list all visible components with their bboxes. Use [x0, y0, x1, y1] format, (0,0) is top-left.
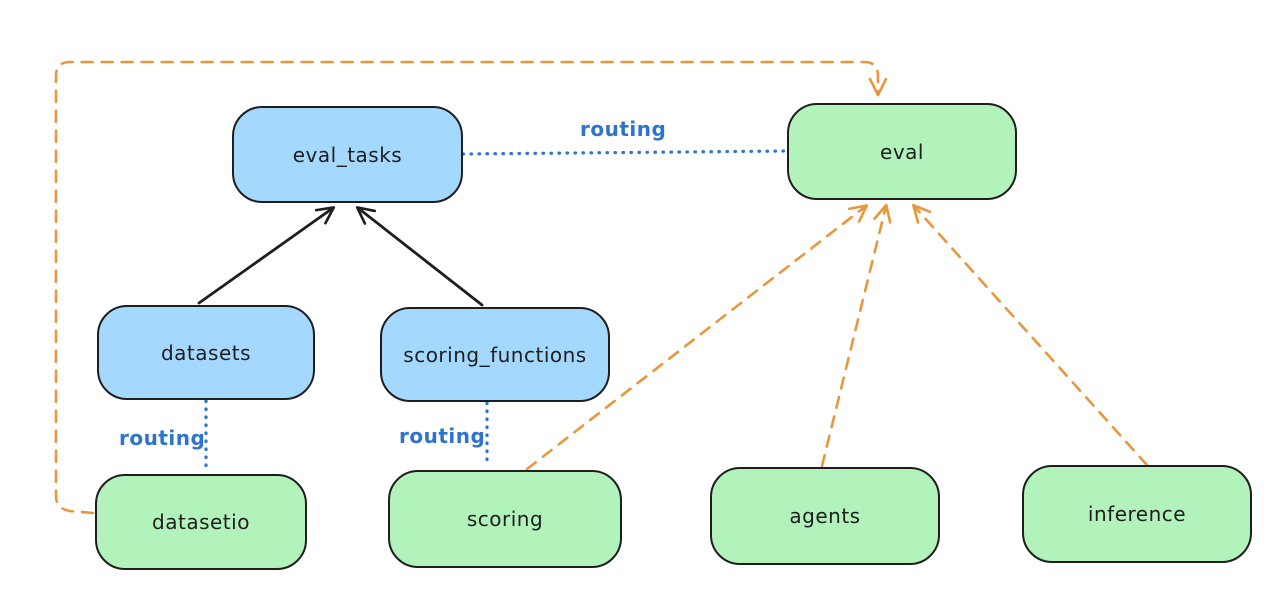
node-datasets: datasets: [97, 305, 315, 400]
node-inference: inference: [1022, 465, 1252, 563]
node-datasetio: datasetio: [95, 474, 307, 570]
node-scoring-label: scoring: [466, 507, 544, 531]
edge-label-routing-scoring-functions-scoring: routing: [399, 424, 486, 448]
node-eval: eval: [787, 103, 1017, 200]
node-datasets-label: datasets: [160, 340, 252, 365]
node-eval-tasks: eval_tasks: [232, 106, 463, 203]
node-scoring: scoring: [388, 470, 622, 568]
edge-agents-to-eval: [820, 203, 892, 468]
node-agents: agents: [710, 467, 940, 565]
node-scoring-functions: scoring_functions: [380, 307, 610, 402]
edge-scoring-functions-to-eval-tasks: [355, 206, 484, 307]
node-agents-label: agents: [789, 504, 861, 528]
node-eval-label: eval: [880, 139, 924, 164]
node-datasetio-label: datasetio: [152, 510, 250, 534]
edge-label-routing-eval-tasks-eval: routing: [580, 117, 667, 141]
edge-eval-tasks-to-eval-routing: [461, 149, 789, 156]
node-eval-tasks-label: eval_tasks: [292, 142, 403, 167]
node-scoring-functions-label: scoring_functions: [403, 342, 587, 367]
edge-scoring-to-eval: [525, 204, 869, 471]
node-inference-label: inference: [1087, 502, 1187, 526]
edge-label-routing-datasets-datasetio: routing: [119, 426, 206, 450]
edge-inference-to-eval: [912, 203, 1149, 467]
edge-datasets-to-eval-tasks: [197, 206, 336, 305]
